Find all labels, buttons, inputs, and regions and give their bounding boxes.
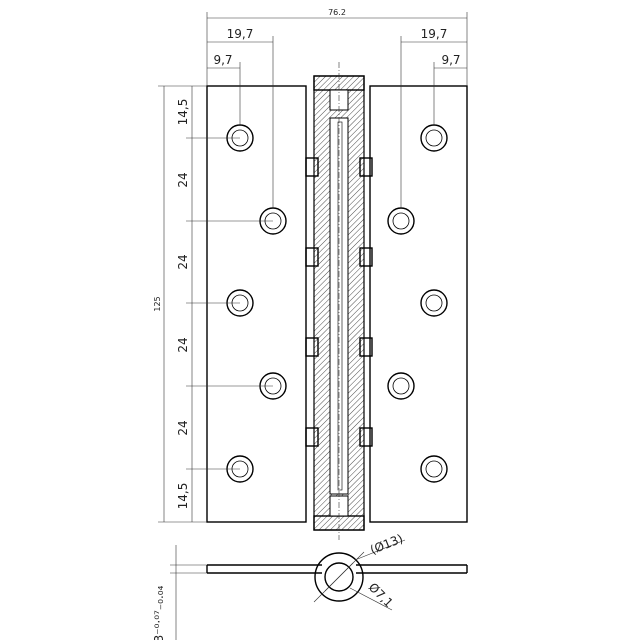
- pitch-bottom-label: 14,5: [176, 483, 190, 510]
- screw-holes-left: [226, 124, 287, 483]
- leaf-thickness-label: 3⁻⁰·⁰⁷₋₀.₀₄: [152, 585, 166, 640]
- pitch-3-label: 24: [176, 337, 190, 352]
- screw-hole: [387, 207, 415, 235]
- hole-offset-outer-right-label: 19,7: [421, 27, 448, 41]
- left-leaf: [206, 85, 307, 523]
- hole-offset-inner-right-label: 9,7: [441, 53, 460, 67]
- screw-hole: [420, 289, 448, 317]
- pin-diameter-label: Ø7,1: [366, 580, 396, 610]
- overall-width-label: 76.2: [328, 8, 346, 17]
- screw-hole: [387, 372, 415, 400]
- pin-circle: [324, 562, 354, 592]
- screw-holes-right: [387, 124, 448, 483]
- pitch-4-label: 24: [176, 420, 190, 435]
- screw-hole: [420, 455, 448, 483]
- overall-height-label: 125: [153, 296, 162, 311]
- end-view: [170, 539, 468, 640]
- pitch-1-label: 24: [176, 172, 190, 187]
- left-dimension-lines: [158, 85, 273, 523]
- top-dimension-lines: [206, 12, 468, 208]
- pitch-top-label: 14,5: [176, 99, 190, 126]
- knuckle-rings: [305, 157, 373, 447]
- pitch-2-label: 24: [176, 254, 190, 269]
- screw-hole: [420, 124, 448, 152]
- hinge-knuckle-section: [305, 62, 373, 540]
- hole-offset-inner-left-label: 9,7: [213, 53, 232, 67]
- right-leaf: [369, 85, 468, 523]
- knuckle-outer-circle: [314, 552, 364, 602]
- hole-offset-outer-left-label: 19,7: [227, 27, 254, 41]
- knuckle-diameter-label: (Ø13): [368, 531, 405, 557]
